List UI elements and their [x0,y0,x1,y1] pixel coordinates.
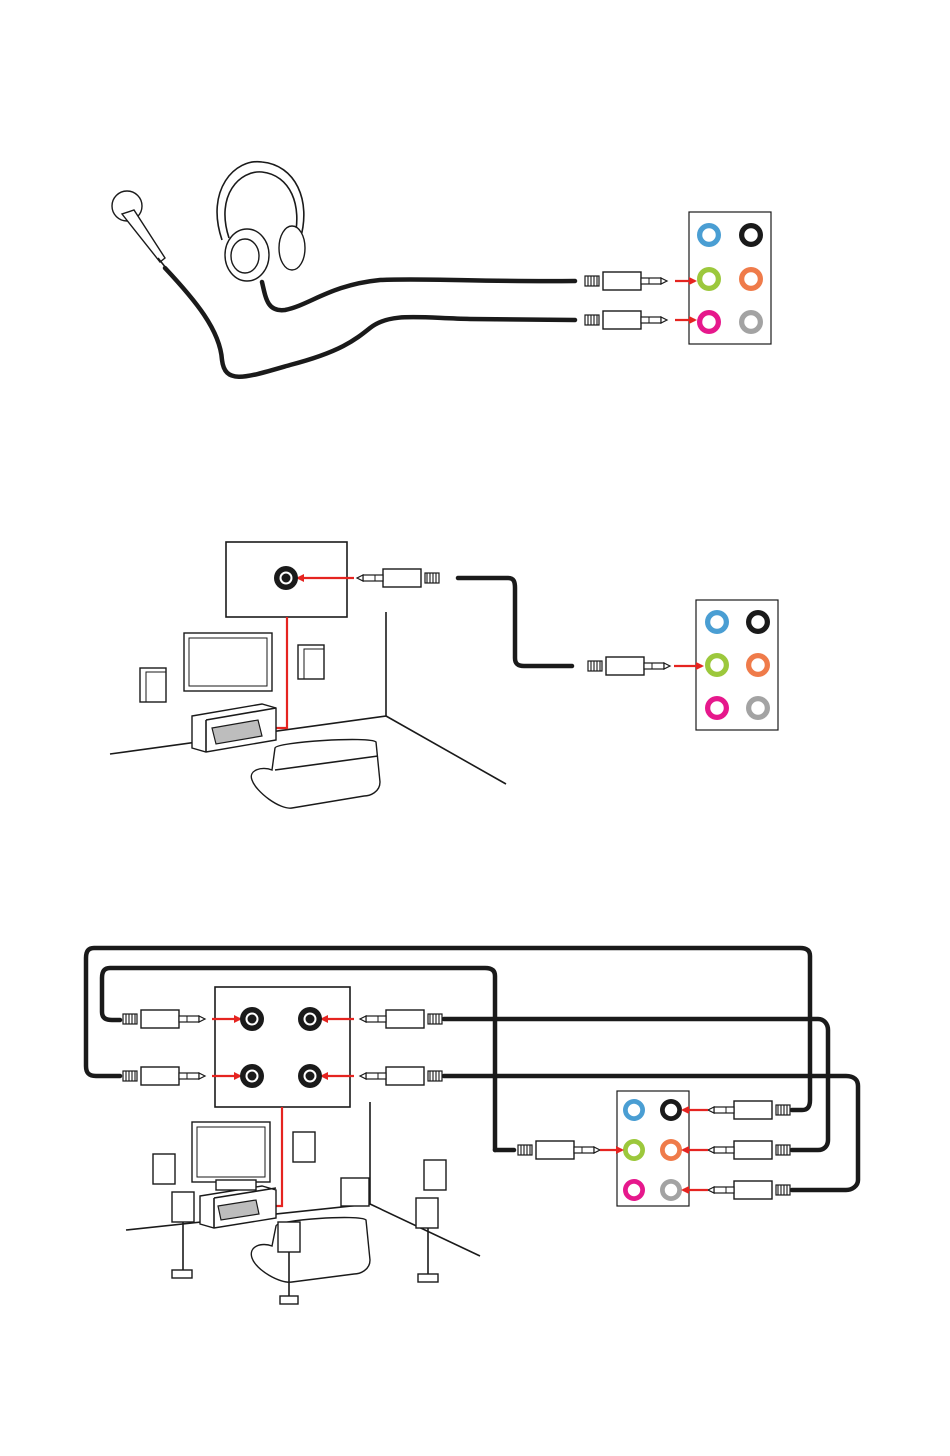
side-speaker-jack[interactable] [660,1179,682,1201]
speaker-stand [416,1198,438,1282]
audio-plug [708,1141,790,1159]
front-cable [102,968,495,1150]
center-subwoofer-jack[interactable] [746,653,770,677]
room-illustration [126,1102,480,1304]
side-speaker-jack[interactable] [739,310,763,334]
audio-jack-panel [617,1091,689,1206]
tv-icon [192,1122,270,1182]
audio-jack-panel [689,212,771,344]
amplifier-input-jack[interactable] [298,1007,322,1031]
stereo-cable [458,578,572,666]
mic-in-jack[interactable] [623,1179,645,1201]
rear-speaker-jack[interactable] [739,223,763,247]
line-out-jack[interactable] [697,267,721,291]
amplifier-input-jack[interactable] [240,1064,264,1088]
speaker-icon [140,668,166,702]
speaker-icon [298,645,324,679]
diagram-7-1 [86,948,858,1304]
diagram-headphone-mic [112,162,575,377]
line-in-jack[interactable] [705,610,729,634]
amplifier-input-jack[interactable] [240,1007,264,1031]
rear-speaker-jack[interactable] [746,610,770,634]
speaker-icon [341,1178,369,1206]
audio-plug [360,1067,442,1085]
rear-cable [86,948,810,1110]
audio-plug [708,1101,790,1119]
diagram-stereo [110,542,572,808]
audio-plug [588,657,670,675]
microphone-icon [112,191,166,268]
line-in-jack[interactable] [697,223,721,247]
audio-plug [518,1141,600,1159]
audio-plug [123,1067,205,1085]
mic-in-jack[interactable] [705,696,729,720]
speaker-icon [293,1132,315,1162]
audio-plug [123,1010,205,1028]
headphones-icon [217,162,305,281]
audio-plug [360,1010,442,1028]
audio-plug [585,311,667,329]
side-speaker-jack[interactable] [746,696,770,720]
tv-icon [184,633,272,691]
sofa-icon [251,740,380,809]
line-in-jack[interactable] [623,1099,645,1121]
amplifier-input-jack[interactable] [298,1064,322,1088]
speaker-icon [153,1154,175,1184]
line-out-jack[interactable] [705,653,729,677]
center-subwoofer-jack[interactable] [660,1139,682,1161]
mic-cable [165,268,575,377]
rear-speaker-jack[interactable] [660,1099,682,1121]
room-illustration [110,612,506,808]
line-out-jack[interactable] [623,1139,645,1161]
mic-in-jack[interactable] [697,310,721,334]
speaker-icon [424,1160,446,1190]
audio-plug [357,569,439,587]
center-subwoofer-jack[interactable] [739,267,763,291]
audio-plug [708,1181,790,1199]
amplifier-input-jack[interactable] [274,566,298,590]
audio-plug [585,272,667,290]
sofa-icon [251,1218,370,1283]
audio-jack-panel [696,600,778,730]
speaker-stand [172,1192,194,1278]
headphone-cable [262,279,575,310]
